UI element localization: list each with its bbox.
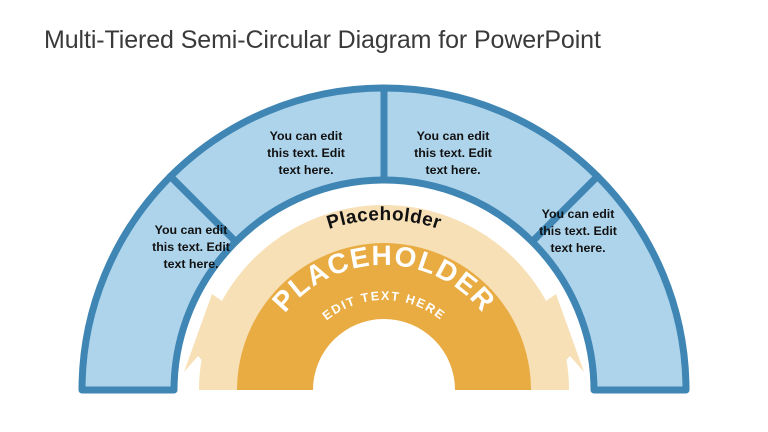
svg-text:text here.: text here.: [550, 241, 605, 255]
page-title: Multi-Tiered Semi-Circular Diagram for P…: [44, 26, 601, 54]
svg-text:this text. Edit: this text. Edit: [267, 146, 345, 160]
svg-text:this text. Edit: this text. Edit: [152, 240, 230, 254]
outer-segment-1-label: You can edit this text. Edit text here.: [152, 223, 230, 271]
svg-text:You can edit: You can edit: [155, 223, 228, 237]
svg-text:You can edit: You can edit: [270, 129, 343, 143]
svg-text:text here.: text here.: [425, 163, 480, 177]
outer-segment-3-label: You can edit this text. Edit text here.: [414, 129, 492, 177]
svg-text:this text. Edit: this text. Edit: [539, 224, 617, 238]
svg-text:You can edit: You can edit: [417, 129, 490, 143]
svg-text:text here.: text here.: [278, 163, 333, 177]
svg-text:this text. Edit: this text. Edit: [414, 146, 492, 160]
outer-segment-4-label: You can edit this text. Edit text here.: [539, 207, 617, 255]
outer-segment-4[interactable]: [528, 172, 690, 394]
outer-ring: [78, 84, 690, 394]
middle-band-shape[interactable]: [199, 205, 569, 390]
middle-band[interactable]: Placeholder: [199, 204, 569, 390]
inner-band-shape[interactable]: [237, 243, 531, 390]
svg-text:You can edit: You can edit: [542, 207, 615, 221]
outer-segment-labels: You can edit this text. Edit text here. …: [152, 129, 617, 271]
outer-segment-2-label: You can edit this text. Edit text here.: [267, 129, 345, 177]
svg-text:text here.: text here.: [163, 257, 218, 271]
